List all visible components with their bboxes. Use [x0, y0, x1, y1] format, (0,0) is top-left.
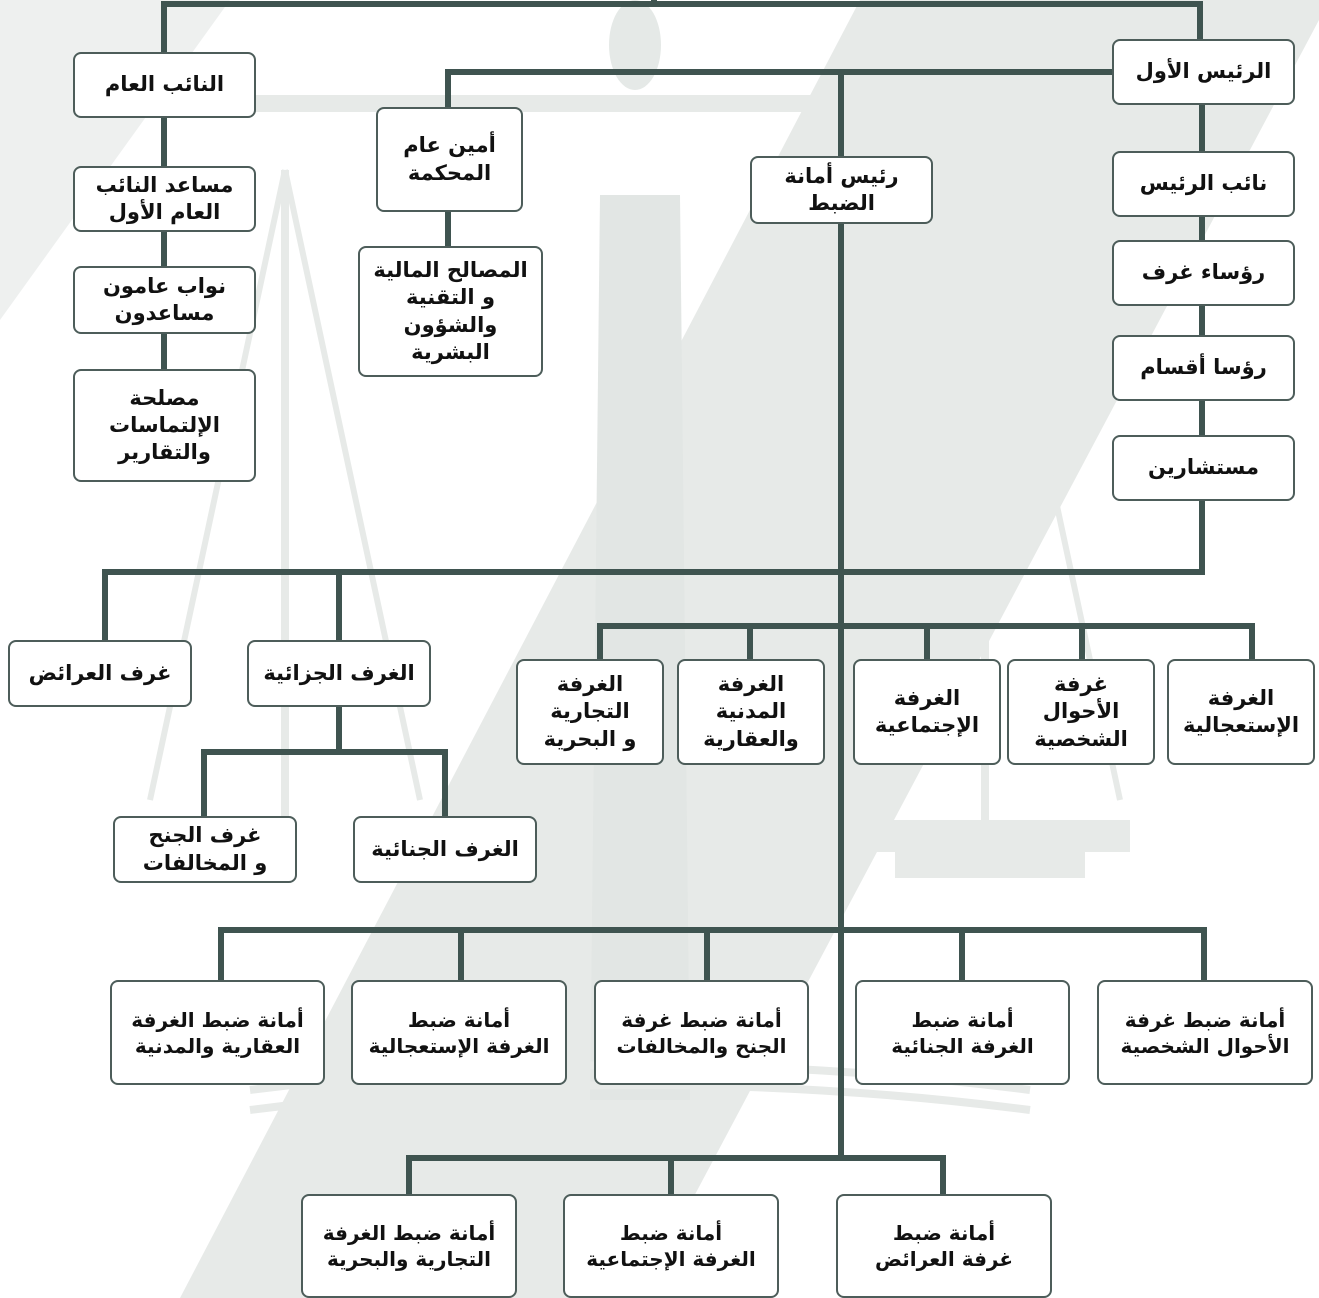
node-petitions-reports[interactable]: مصلحة الإلتماسات والتقارير [73, 369, 256, 482]
node-criminal-chambers-group[interactable]: الغرف الجزائية [247, 640, 431, 707]
node-reg-criminal[interactable]: أمانة ضبط الغرفة الجنائية [855, 980, 1070, 1085]
node-civil-realestate-chamber[interactable]: الغرفة المدنية والعقارية [677, 659, 825, 765]
node-criminal-chambers[interactable]: الغرف الجنائية [353, 816, 537, 883]
connector-chambers-bus [597, 623, 1255, 663]
node-commercial-maritime-chamber[interactable]: الغرفة التجارية و البحرية [516, 659, 664, 765]
node-personal-status-chamber[interactable]: غرفة الأحوال الشخصية [1007, 659, 1155, 765]
node-reg-realestate-civil[interactable]: أمانة ضبط الغرفة العقارية والمدنية [110, 980, 325, 1085]
watermark-pillar [590, 195, 690, 1100]
watermark-pan-r [850, 820, 1130, 852]
node-vice-president[interactable]: نائب الرئيس [1112, 151, 1295, 217]
node-assistant-deputies[interactable]: نواب عامون مساعدون [73, 266, 256, 334]
node-first-president[interactable]: الرئيس الأول [1112, 39, 1295, 105]
node-misdemeanors-chambers[interactable]: غرف الجنح و المخالفات [113, 816, 297, 883]
watermark-book-line-2 [249, 1081, 1031, 1114]
connector-registry-bus1 [218, 927, 1207, 984]
connector-counselors-bus [102, 497, 1205, 644]
node-court-secretary[interactable]: أمين عام المحكمة [376, 107, 523, 212]
connector-top [161, 0, 1203, 55]
connector-registry-bus2 [406, 1155, 946, 1198]
node-attorney-general[interactable]: النائب العام [73, 52, 256, 118]
node-services[interactable]: المصالح المالية و التقنية والشؤون البشري… [358, 246, 543, 377]
connector-criminal-split [201, 703, 448, 820]
node-reg-personal-status[interactable]: أمانة ضبط غرفة الأحوال الشخصية [1097, 980, 1313, 1085]
watermark-finial [609, 0, 661, 90]
node-reg-social[interactable]: أمانة ضبط الغرفة الإجتماعية [563, 1194, 779, 1298]
node-urgent-chamber[interactable]: الغرفة الإستعجالية [1167, 659, 1315, 765]
node-chief-registrar[interactable]: رئيس أمانة الضبط [750, 156, 933, 224]
node-section-heads[interactable]: رؤسا أقسام [1112, 335, 1295, 401]
watermark-pan-r-base [895, 852, 1085, 878]
node-reg-petitions[interactable]: أمانة ضبط غرفة العرائض [836, 1194, 1052, 1298]
node-petitions-chambers[interactable]: غرف العرائض [8, 640, 192, 707]
node-chamber-heads[interactable]: رؤساء غرف [1112, 240, 1295, 306]
node-counselors[interactable]: مستشارين [1112, 435, 1295, 501]
node-reg-commercial-maritime[interactable]: أمانة ضبط الغرفة التجارية والبحرية [301, 1194, 517, 1298]
node-first-assistant-ag[interactable]: مساعد النائب العام الأول [73, 166, 256, 232]
node-social-chamber[interactable]: الغرفة الإجتماعية [853, 659, 1001, 765]
node-reg-urgent[interactable]: أمانة ضبط الغرفة الإستعجالية [351, 980, 567, 1085]
node-reg-misdemeanors[interactable]: أمانة ضبط غرفة الجنح والمخالفات [594, 980, 809, 1085]
connector-president-branch [445, 69, 1116, 160]
